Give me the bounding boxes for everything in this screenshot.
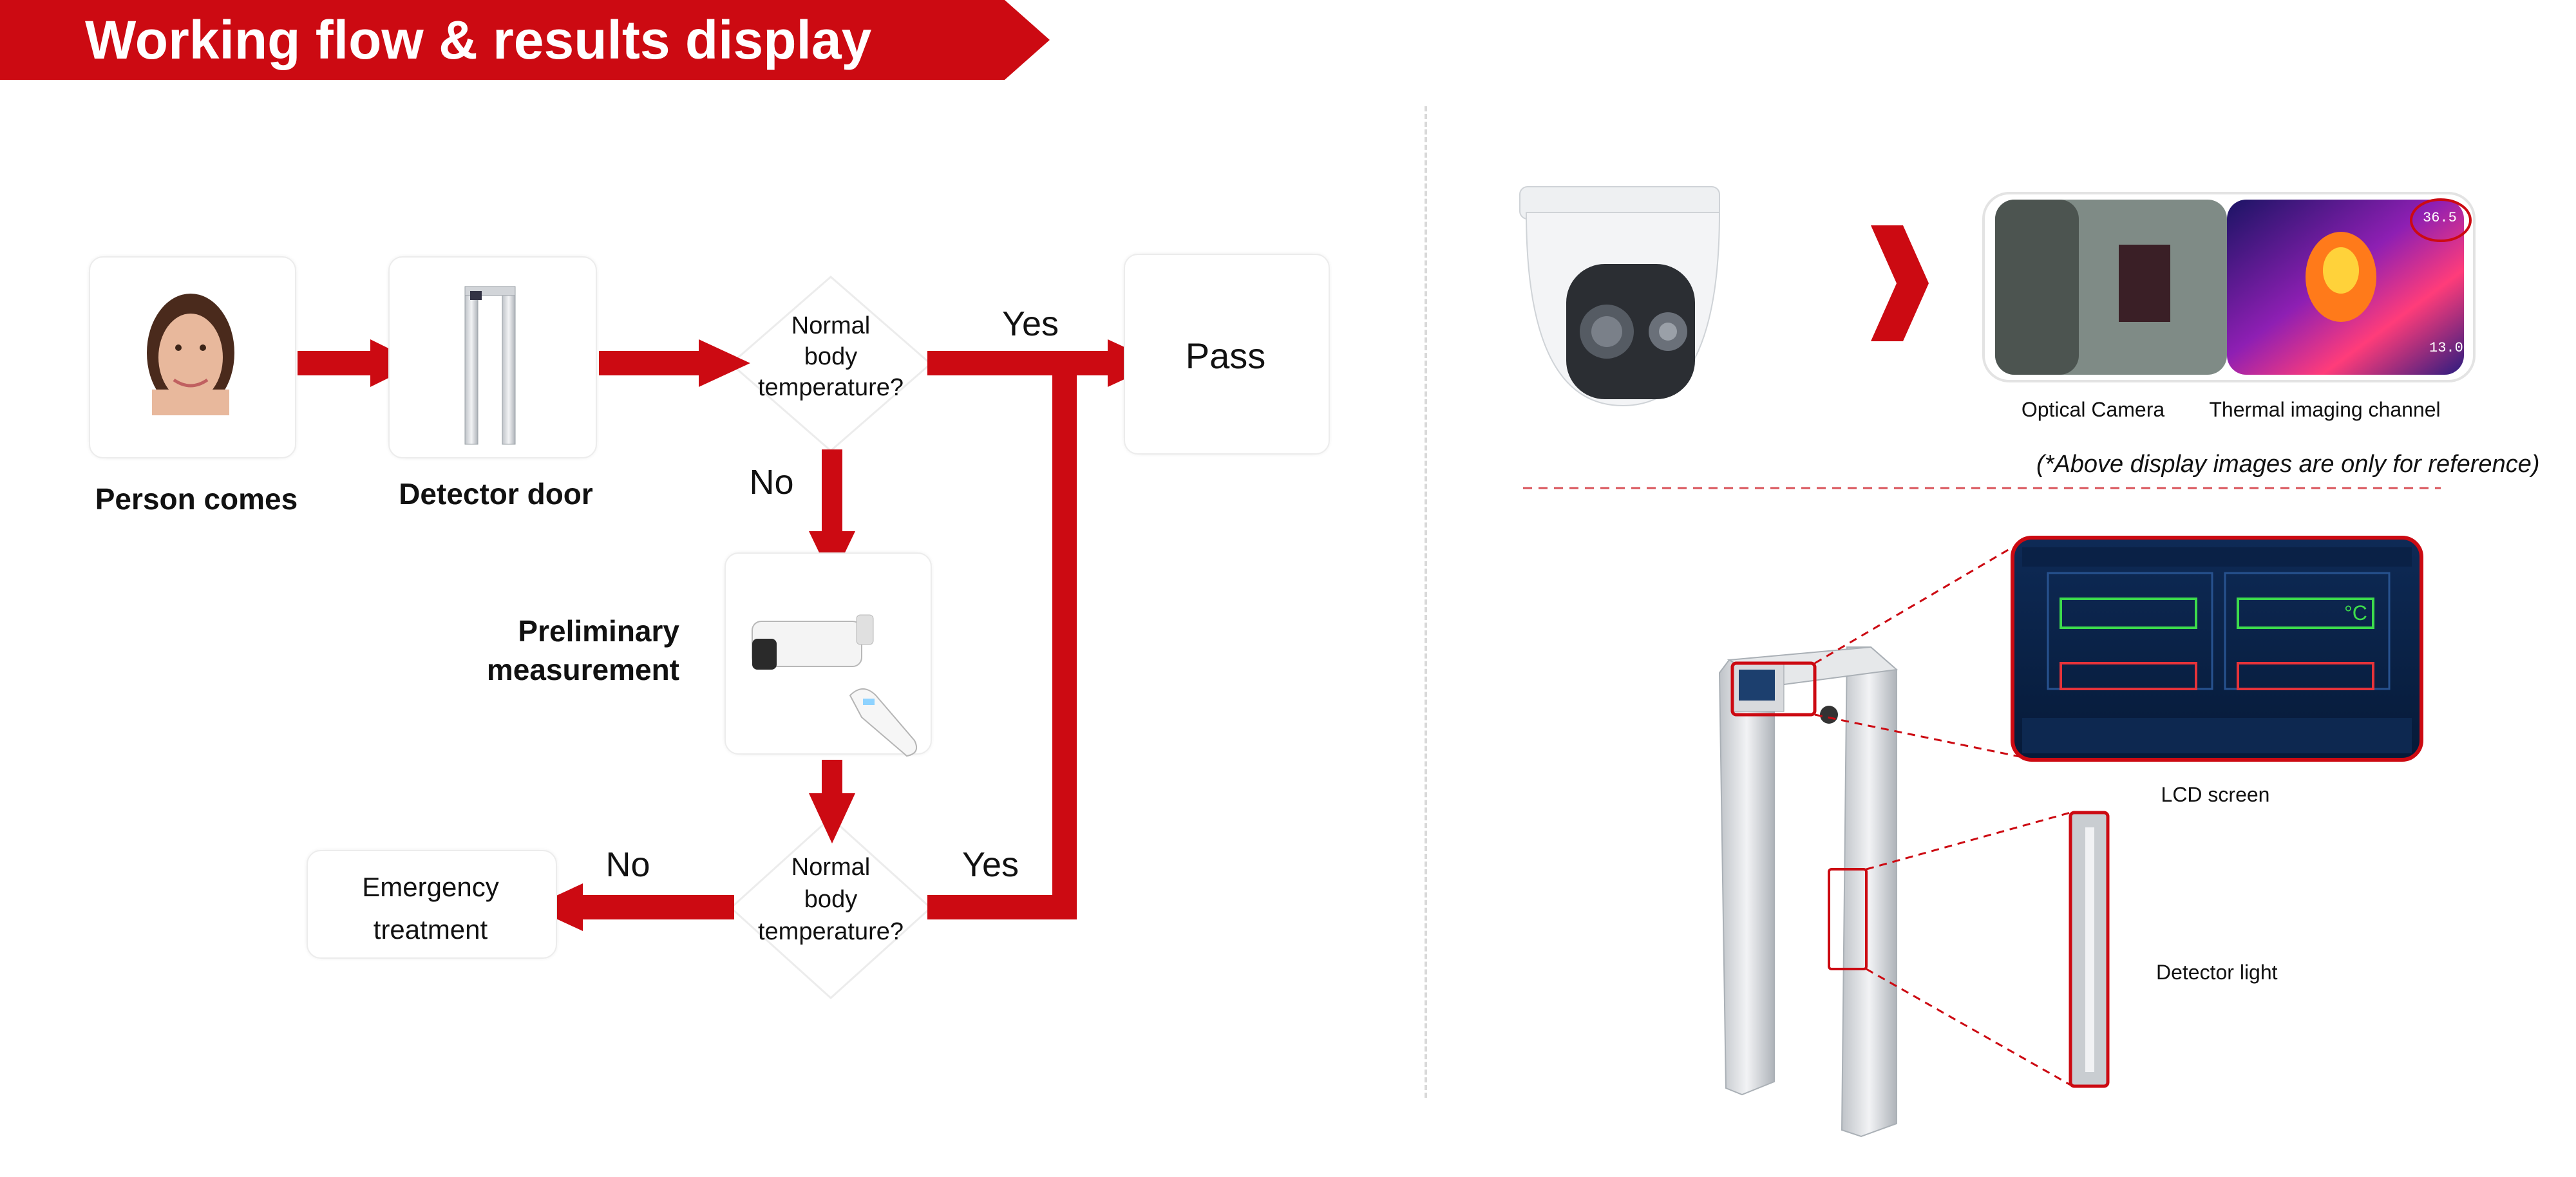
preliminary-label: Preliminary measurement — [454, 612, 679, 689]
decision-bottom-line2: body — [804, 886, 858, 913]
pass-label: Pass — [1185, 335, 1266, 376]
walkthrough-gate-illustration — [1718, 646, 1899, 1138]
lcd-screen-label: LCD screen — [2161, 783, 2270, 806]
optical-camera-label: Optical Camera — [2021, 398, 2165, 421]
detector-light-label: Detector light — [2156, 961, 2278, 984]
connector-light-top — [1866, 811, 2071, 871]
decision-bottom-label: Normal body temperature? — [741, 851, 921, 948]
connector-lcd-top — [1814, 546, 2013, 664]
detector-light-illustration — [2069, 811, 2110, 1088]
dome-camera-illustration — [1519, 186, 1721, 407]
yes-bottom-label: Yes — [961, 845, 1019, 884]
emergency-line2: treatment — [373, 914, 488, 945]
chevron-right-icon — [1871, 225, 1929, 341]
thermal-channel-label: Thermal imaging channel — [2209, 398, 2441, 421]
lcd-screen-illustration — [2011, 536, 2423, 762]
decision-top-line1: Normal — [791, 312, 871, 339]
emergency-box — [307, 850, 557, 959]
arrow-preliminary-to-decision — [809, 760, 855, 843]
ear-thermometer-icon — [849, 688, 917, 757]
temp-reading-high: 36.5 — [2423, 210, 2457, 226]
decision-top-line2: body — [804, 343, 858, 370]
decision-bottom-line3: temperature? — [757, 918, 904, 945]
title-banner — [0, 0, 1050, 80]
page-title: Working flow & results display — [85, 10, 872, 70]
arrow-decision-to-emergency — [531, 883, 734, 931]
connector-light-bottom — [1866, 968, 2071, 1086]
detector-door-icon — [464, 286, 516, 445]
connector-lcd-bottom — [1814, 713, 2036, 761]
vertical-divider — [1425, 106, 1427, 1098]
preliminary-line2: measurement — [486, 653, 679, 686]
preliminary-line1: Preliminary — [518, 614, 679, 648]
detector-door-label: Detector door — [399, 477, 593, 511]
person-box — [89, 256, 296, 458]
bullet-camera-icon — [752, 614, 874, 670]
person-comes-label: Person comes — [95, 482, 298, 516]
decision-diamond-bottom — [729, 816, 933, 1000]
lcd-unit: °C — [2344, 601, 2367, 625]
arrow-yes-bottom-loop — [927, 363, 1077, 919]
decision-top-line3: temperature? — [757, 374, 904, 401]
no-bottom-label: No — [605, 845, 650, 884]
pass-box — [1124, 254, 1330, 455]
emergency-line1: Emergency — [362, 872, 499, 902]
reference-note: (*Above display images are only for refe… — [2036, 451, 2540, 478]
decision-bottom-line1: Normal — [791, 854, 871, 881]
camera-display-frame — [1982, 192, 2476, 382]
person-face-icon — [147, 294, 234, 415]
arrow-door-to-decision — [599, 339, 750, 387]
no-top-label: No — [749, 463, 794, 502]
emergency-label: Emergency treatment — [307, 866, 554, 951]
temp-reading-low: 13.0 — [2429, 340, 2463, 356]
yes-top-label: Yes — [1001, 305, 1059, 343]
decision-top-label: Normal body temperature? — [741, 310, 921, 403]
